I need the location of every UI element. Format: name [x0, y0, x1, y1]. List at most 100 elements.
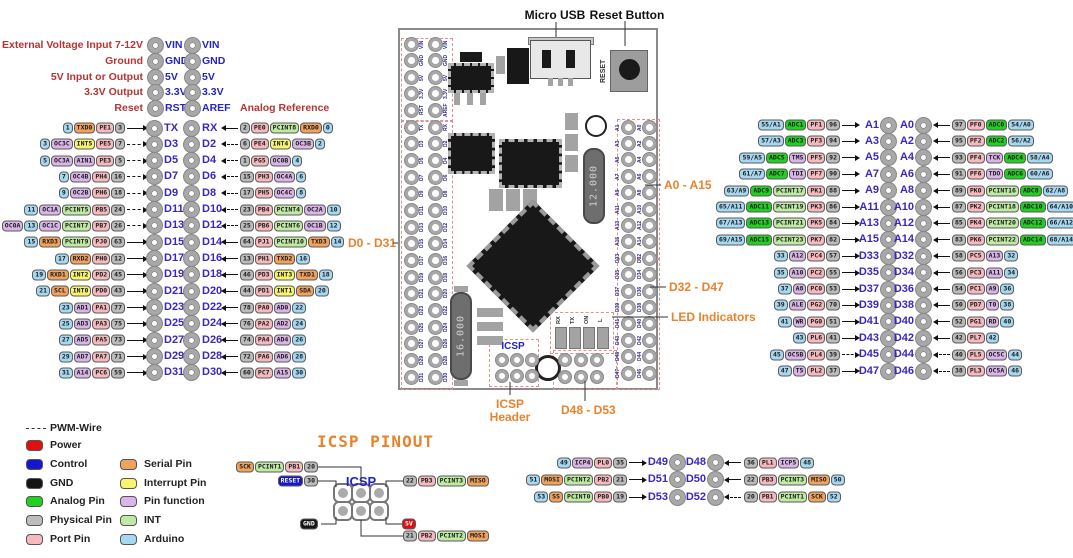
pin-hole [881, 281, 896, 297]
pin-chip-phy: 95 [952, 135, 966, 147]
pin-chip-ana: ADC15 [746, 234, 773, 246]
wire-arrow [842, 253, 860, 260]
pin-chip-phy: 58 [952, 250, 966, 262]
icsp-pin-hole [333, 501, 353, 521]
board-hole [622, 202, 635, 216]
digital-pin-label: D30 [202, 366, 223, 379]
pin-chip-port: PL4 [807, 349, 826, 361]
pin-chip-pur: OC3B [292, 138, 314, 150]
pin-chip-ard: 35 [773, 267, 788, 279]
digital-pin-label: D25 [164, 317, 185, 330]
board-hole [643, 136, 656, 150]
wire-arrow [842, 236, 860, 243]
wire-arrow [221, 337, 238, 344]
board-pin-name: D3 [419, 140, 425, 148]
wire-arrow [933, 220, 950, 227]
digital-pin-label: D28 [202, 350, 223, 363]
pin-chip-red: 5V [402, 518, 416, 530]
legend-swatch-ser [120, 458, 137, 470]
icsp-pin-pad [356, 506, 366, 516]
legend-pwm-sample [26, 428, 46, 429]
board-pin-name: A3 [615, 140, 621, 147]
pin-chip-port: PC1 [966, 283, 985, 295]
power-pin-hole [185, 85, 200, 101]
pin-chip-ard: 4 [292, 155, 303, 167]
pin-chip-port: PE1 [96, 122, 115, 134]
pin-chip-ana: ADC0 [985, 119, 1008, 131]
board-hole [429, 204, 442, 217]
board-pin-name: A10 [637, 204, 643, 214]
digital-pin-label: D42 [893, 331, 914, 344]
wire-arrow [933, 351, 950, 358]
pin-chip-pur: AD7 [73, 351, 92, 363]
pin-chip-grn: PCINT18 [985, 201, 1019, 213]
wire-arrow [933, 335, 950, 342]
board-pin-name: D42 [637, 335, 643, 345]
pin-chip-port: PA4 [254, 334, 273, 346]
reset-button-label: Reset Button [589, 8, 665, 22]
led [597, 327, 609, 349]
pin-chip-phy: 83 [952, 234, 966, 246]
pin-chip-port: PK0 [966, 185, 985, 197]
board-pin-name: D40 [637, 319, 643, 329]
pin-chip-pur: OC2B [69, 187, 92, 199]
pin-chip-ard: 36 [1000, 283, 1015, 295]
board-pin-name: D31 [419, 372, 425, 382]
pin-chip-pur: OC1B [304, 220, 326, 232]
pin-chip-ard: 17 [54, 253, 69, 265]
digital-pin-label: D49 [647, 456, 668, 468]
pin-chip-ard: 12 [326, 220, 341, 232]
board-pin-name: D9 [419, 190, 425, 198]
pin-hole [916, 117, 931, 133]
pin-chip-port: PC4 [807, 250, 826, 262]
pin-hole [916, 363, 931, 379]
board-pin-name: RST [419, 105, 425, 116]
pin-chip-ser: SDA [296, 285, 314, 297]
board-pin-name: D41 [615, 319, 621, 329]
large-ic [499, 139, 562, 188]
pin-chip-grn: PCINT3 [436, 475, 467, 487]
digital-pin-label: D38 [893, 298, 914, 311]
regulator-tab [460, 52, 482, 62]
pin-chip-pur: A15 [273, 367, 292, 379]
pin-hole [184, 136, 199, 152]
pin-chip-phy: 75 [111, 318, 125, 330]
pin-chip-ser: TXD1 [296, 269, 318, 281]
board-pin-name: A15 [615, 237, 621, 247]
wire-arrow [221, 353, 238, 360]
wire-arrow [842, 302, 860, 309]
pin-hole [916, 314, 931, 330]
icsp-chip-row: GND [300, 518, 324, 530]
header-box-led [550, 312, 614, 354]
pin-hole [184, 120, 199, 136]
wire-arrow [127, 222, 148, 229]
pin-chip-phy: 71 [111, 351, 125, 363]
pin-hole [147, 365, 162, 381]
pin-chip-port: PJ1 [254, 236, 273, 248]
pin-chip-port: PF3 [807, 135, 826, 147]
board-hole [622, 317, 635, 331]
d48-d53-hole [559, 371, 571, 383]
power-pin-label: GND [202, 54, 226, 67]
regulator-leg [454, 93, 460, 105]
board-hole [429, 287, 442, 301]
